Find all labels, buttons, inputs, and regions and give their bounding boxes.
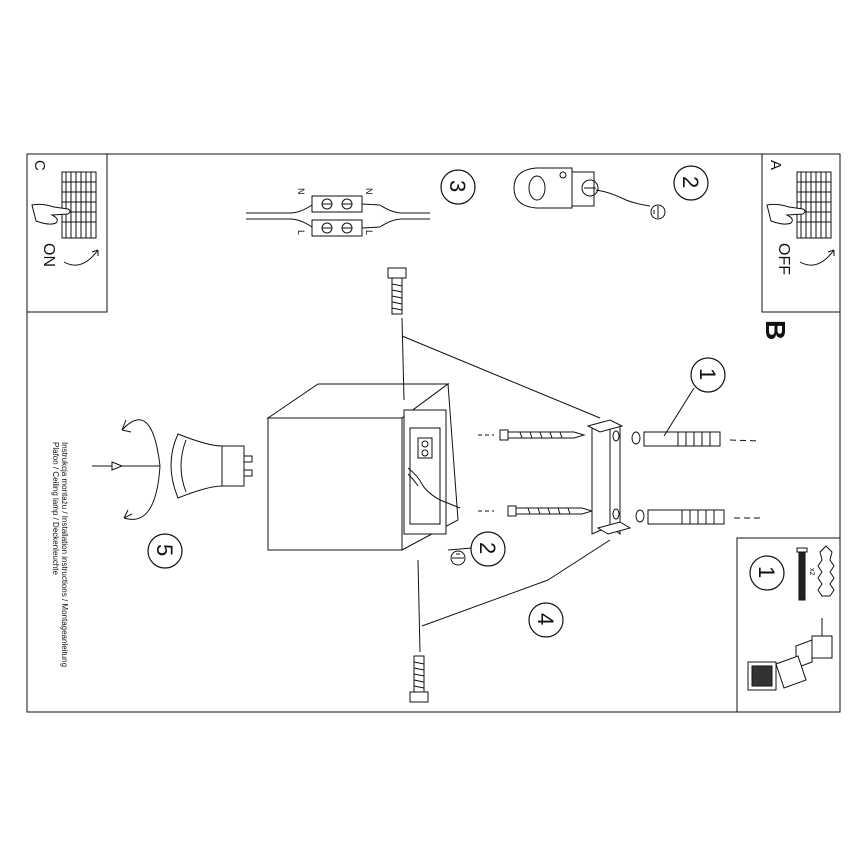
earth-symbol-icon	[650, 204, 666, 220]
terminal-block-icon	[61, 171, 97, 239]
drill-icon	[747, 618, 833, 691]
tool-step-badge	[749, 555, 785, 591]
tool-quantity: x2	[808, 568, 815, 576]
step-badge-2-top	[673, 165, 709, 201]
panel-c-letter: C	[31, 160, 48, 171]
step-1-label: 1	[695, 368, 720, 380]
caption-line-2: Plafon / Ceiling lamp / Deckenleuchte	[51, 442, 60, 576]
step-badge-3	[440, 169, 476, 205]
connector-n-right: N	[364, 188, 374, 195]
panel-c	[31, 171, 99, 266]
wire-connector	[246, 195, 430, 237]
gu10-bulb	[92, 419, 253, 520]
step-5-label: 5	[152, 544, 177, 556]
tool-panel-parts	[796, 545, 835, 601]
panel-c-frame	[27, 154, 108, 313]
step-badge-2-bottom	[470, 531, 506, 567]
connector-l-right: L	[364, 230, 374, 235]
screw-bottom	[409, 559, 429, 703]
hand-icon	[31, 203, 71, 225]
step-badge-1	[690, 357, 726, 393]
hand-icon	[766, 203, 806, 225]
panel-a-letter: A	[767, 160, 784, 170]
long-screw-lower	[478, 505, 594, 517]
leader-step1	[663, 387, 695, 437]
panel-a	[766, 171, 835, 266]
step-4-label: 4	[533, 613, 558, 625]
assembly-lines	[401, 335, 611, 627]
lamp-body	[266, 383, 461, 551]
mounting-bracket	[586, 419, 632, 536]
panel-c-state: ON	[40, 243, 57, 267]
leader-step2	[447, 547, 473, 551]
sheet-frame	[26, 153, 841, 713]
screw-icon	[796, 547, 808, 601]
caption-line-1: Instrukcja montażu / Installation instru…	[60, 442, 69, 667]
step-2-bottom-label: 2	[475, 542, 500, 554]
step-3-label: 3	[445, 180, 470, 192]
earth-symbol-icon	[450, 550, 466, 566]
panel-a-frame	[761, 154, 840, 313]
wall-plug-lower	[635, 509, 760, 525]
tool-panel-frame	[736, 537, 840, 712]
tool-step-label: 1	[754, 566, 779, 578]
rotate-arrow-icon	[121, 419, 161, 520]
section-letter: B	[760, 320, 791, 340]
step-2-top-label: 2	[678, 176, 703, 188]
step-badge-5	[147, 533, 183, 569]
panel-a-state: OFF	[775, 243, 792, 275]
rotate-arrow-icon	[63, 249, 99, 266]
screw-top	[387, 267, 407, 401]
wall-plug-upper	[631, 431, 761, 447]
terminal-block-icon	[796, 171, 832, 239]
step-badge-4	[528, 602, 564, 638]
connector-l-left: L	[296, 230, 306, 235]
connector-n-left: N	[296, 188, 306, 195]
wall-plug-icon	[817, 545, 835, 597]
long-screw-upper	[478, 429, 586, 441]
earth-clamp	[513, 167, 651, 209]
rotate-arrow-icon	[799, 249, 835, 266]
